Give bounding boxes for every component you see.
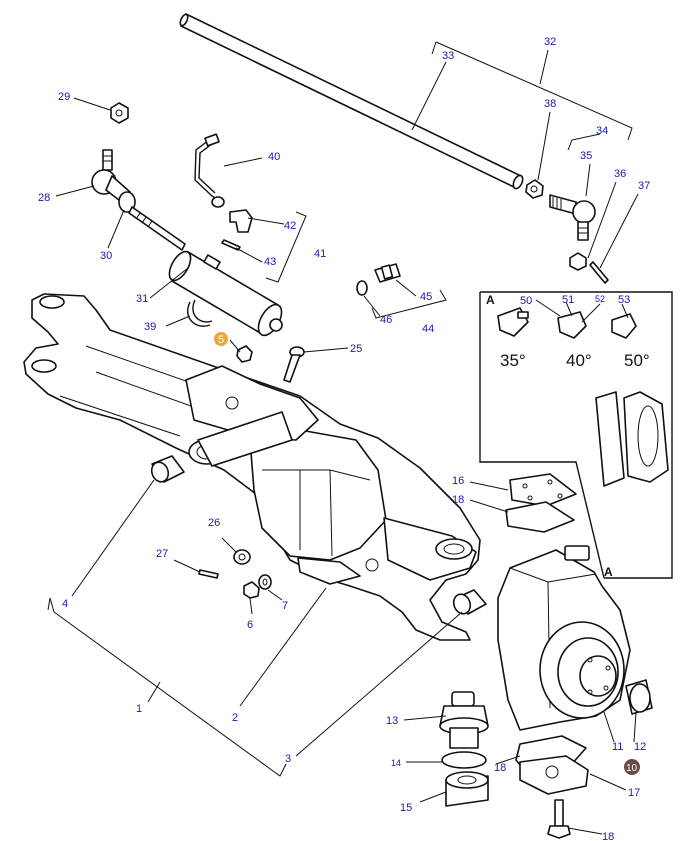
bush-part-12[interactable]	[625, 679, 653, 715]
angle-50: 50°	[624, 351, 650, 370]
label-7[interactable]: 7	[282, 600, 288, 612]
label-15[interactable]: 15	[400, 802, 412, 814]
plug-part-6[interactable]	[243, 581, 260, 599]
washer-part-26[interactable]	[233, 549, 251, 565]
stop-part-50[interactable]	[497, 307, 529, 337]
label-46[interactable]: 46	[380, 314, 392, 326]
label-6[interactable]: 6	[247, 619, 253, 631]
leader-lines	[47, 41, 639, 835]
clamp-part-39[interactable]	[187, 299, 213, 327]
label-13[interactable]: 13	[386, 715, 398, 727]
rod-end-part-30[interactable]	[118, 191, 186, 251]
label-52[interactable]: 52	[595, 294, 605, 304]
label-34[interactable]: 34	[596, 125, 608, 137]
hydraulic-pipe-part-40[interactable]	[194, 133, 225, 208]
label-40[interactable]: 40	[268, 151, 280, 163]
shim-part-18-upper[interactable]	[505, 501, 575, 533]
label-37[interactable]: 37	[638, 180, 650, 192]
label-17[interactable]: 17	[628, 787, 640, 799]
label-11[interactable]: 11	[612, 741, 623, 753]
label-18-middle[interactable]: 18	[494, 762, 506, 774]
bush-part-4-left[interactable]	[149, 455, 185, 484]
elbow-fitting-part-42[interactable]	[229, 209, 253, 233]
nut-part-36[interactable]	[569, 252, 587, 271]
cap-part-17[interactable]	[519, 755, 589, 795]
stop-part-51[interactable]	[557, 311, 587, 339]
shim-part-16[interactable]	[509, 473, 577, 507]
fitting-part-5[interactable]	[236, 345, 253, 363]
angle-35: 35°	[500, 351, 526, 370]
label-3[interactable]: 3	[285, 753, 291, 765]
swivel-housing-part[interactable]	[497, 545, 631, 731]
label-39[interactable]: 39	[144, 321, 156, 333]
detail-inset-a: A A 35° 40° 50°	[479, 291, 673, 579]
part-labels: 1 2 3 4 5 6 7 10 11 12 13 14 15 16 17 18…	[38, 36, 650, 841]
label-50[interactable]: 50	[520, 295, 532, 307]
label-35[interactable]: 35	[580, 150, 592, 162]
o-ring-part-14[interactable]	[441, 751, 487, 769]
label-43[interactable]: 43	[264, 256, 276, 268]
label-44[interactable]: 44	[422, 323, 434, 335]
label-4[interactable]: 4	[62, 598, 68, 610]
bolt-part-25[interactable]	[283, 346, 305, 383]
hub-detail-part[interactable]	[595, 391, 669, 487]
bearing-part-15[interactable]	[445, 771, 489, 807]
angle-40: 40°	[566, 351, 592, 370]
inset-letter-bottom: A	[604, 565, 613, 579]
label-1[interactable]: 1	[136, 703, 142, 715]
nut-part-29[interactable]	[110, 102, 129, 124]
steering-cylinder-part-31[interactable]	[165, 248, 286, 339]
cotter-pin-part-37[interactable]	[589, 261, 609, 284]
bolt-part-18[interactable]	[547, 799, 571, 839]
label-5[interactable]: 5	[218, 334, 224, 346]
label-29[interactable]: 29	[58, 91, 70, 103]
washer-part-7[interactable]	[258, 574, 272, 590]
label-25[interactable]: 25	[350, 343, 362, 355]
label-45[interactable]: 45	[420, 291, 432, 303]
label-51[interactable]: 51	[562, 294, 574, 306]
ball-joint-part-35[interactable]	[549, 194, 596, 241]
label-16[interactable]: 16	[452, 475, 464, 487]
label-28[interactable]: 28	[38, 192, 50, 204]
tie-rod-part[interactable]	[179, 13, 525, 190]
label-27[interactable]: 27	[156, 548, 168, 560]
seal-part-43[interactable]	[221, 239, 241, 251]
label-10[interactable]: 10	[626, 763, 638, 774]
label-32[interactable]: 32	[544, 36, 556, 48]
badge-10[interactable]	[624, 759, 640, 775]
label-42[interactable]: 42	[284, 220, 296, 232]
stop-part-53[interactable]	[611, 313, 637, 339]
label-26[interactable]: 26	[208, 517, 220, 529]
label-30[interactable]: 30	[100, 250, 112, 262]
label-18-upper[interactable]: 18	[452, 494, 464, 506]
king-pin-part-13[interactable]	[439, 691, 489, 749]
screw-part-27[interactable]	[198, 569, 219, 579]
label-38[interactable]: 38	[544, 98, 556, 110]
label-31[interactable]: 31	[136, 293, 148, 305]
label-33[interactable]: 33	[442, 50, 454, 62]
bush-part-4-right[interactable]	[451, 589, 487, 616]
label-36[interactable]: 36	[614, 168, 626, 180]
nut-part-38[interactable]	[525, 179, 544, 199]
label-14[interactable]: 14	[391, 758, 401, 768]
label-53[interactable]: 53	[618, 294, 630, 306]
label-2[interactable]: 2	[232, 712, 238, 724]
o-ring-part-46[interactable]	[356, 280, 368, 296]
axle-beam-part-1[interactable]	[23, 293, 481, 641]
badge-5[interactable]	[214, 332, 228, 346]
label-41[interactable]: 41	[314, 248, 326, 260]
label-18-bottom[interactable]: 18	[602, 831, 614, 841]
inset-letter-top: A	[486, 293, 495, 307]
fitting-part-45[interactable]	[374, 263, 401, 283]
label-12[interactable]: 12	[634, 741, 646, 753]
